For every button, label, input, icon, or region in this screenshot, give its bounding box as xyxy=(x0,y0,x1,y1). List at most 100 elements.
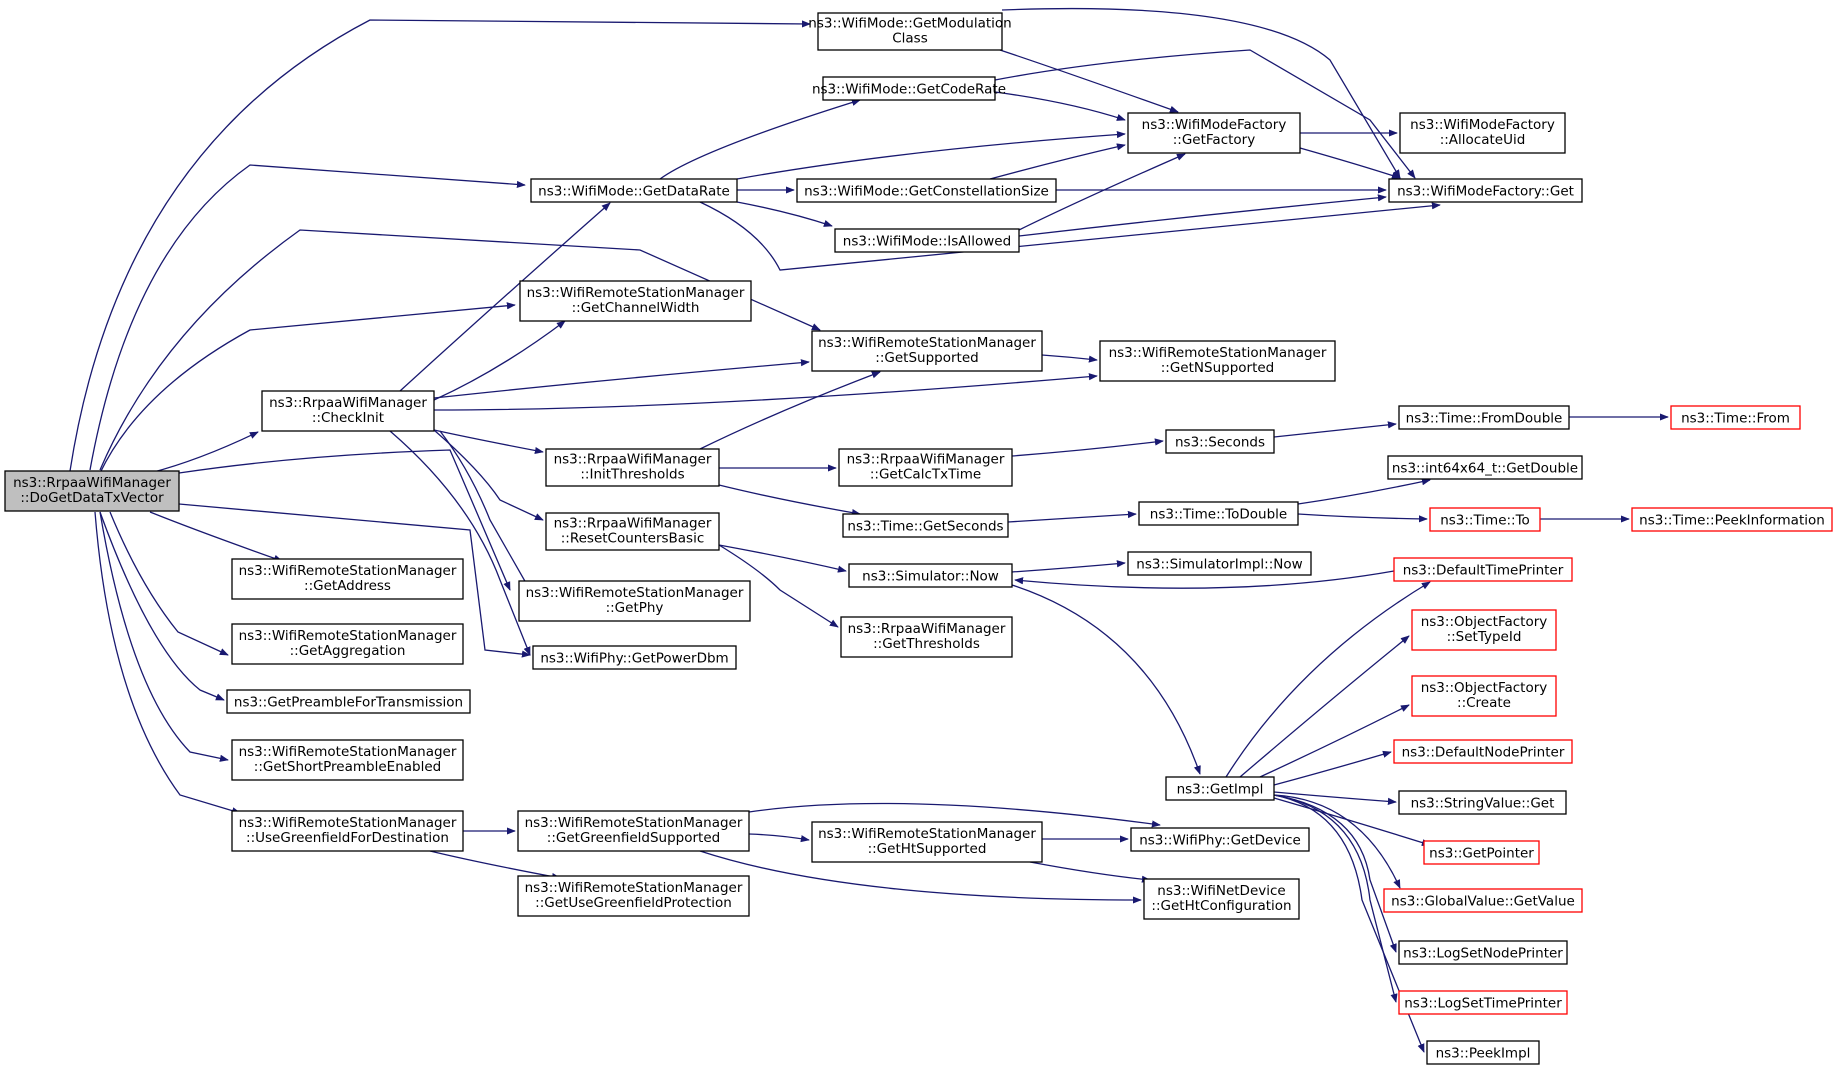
node-box[interactable] xyxy=(519,280,752,322)
node-box[interactable] xyxy=(1130,827,1310,852)
node-peekImpl[interactable]: ns3::PeekImpl xyxy=(1426,1040,1540,1065)
node-getGreenSupp[interactable]: ns3::WifiRemoteStationManager::GetGreenf… xyxy=(517,810,750,852)
node-box[interactable] xyxy=(530,178,738,203)
node-box[interactable] xyxy=(840,616,1013,658)
node-getAddress[interactable]: ns3::WifiRemoteStationManager::GetAddres… xyxy=(231,558,464,600)
node-box[interactable] xyxy=(842,513,1009,538)
node-resetCounters[interactable]: ns3::RrpaaWifiManager::ResetCountersBasi… xyxy=(545,512,720,551)
node-box[interactable] xyxy=(231,810,464,852)
node-box[interactable] xyxy=(226,689,471,714)
node-box[interactable] xyxy=(1411,675,1557,717)
node-box[interactable] xyxy=(1398,405,1570,430)
node-box[interactable] xyxy=(1393,557,1573,582)
node-box[interactable] xyxy=(231,739,464,781)
node-box[interactable] xyxy=(1423,840,1540,865)
node-box[interactable] xyxy=(4,470,180,512)
node-getNSupported[interactable]: ns3::WifiRemoteStationManager::GetNSuppo… xyxy=(1099,340,1336,382)
node-box[interactable] xyxy=(1383,888,1583,913)
node-box[interactable] xyxy=(545,512,720,551)
node-peekInfo[interactable]: ns3::Time::PeekInformation xyxy=(1631,507,1833,532)
node-wmfGet[interactable]: ns3::WifiModeFactory::Get xyxy=(1388,178,1583,203)
node-box[interactable] xyxy=(1127,112,1301,154)
node-box[interactable] xyxy=(834,228,1020,253)
node-getThresholds[interactable]: ns3::RrpaaWifiManager::GetThresholds xyxy=(840,616,1013,658)
node-allocUid[interactable]: ns3::WifiModeFactory::AllocateUid xyxy=(1399,112,1566,154)
node-useGreenfield[interactable]: ns3::WifiRemoteStationManager::UseGreenf… xyxy=(231,810,464,852)
node-box[interactable] xyxy=(1388,178,1583,203)
node-box[interactable] xyxy=(1099,340,1336,382)
node-toDouble[interactable]: ns3::Time::ToDouble xyxy=(1138,501,1299,526)
node-getSupported[interactable]: ns3::WifiRemoteStationManager::GetSuppor… xyxy=(811,330,1043,372)
node-box[interactable] xyxy=(1387,455,1583,480)
node-getFactory[interactable]: ns3::WifiModeFactory::GetFactory xyxy=(1127,112,1301,154)
node-fromDouble[interactable]: ns3::Time::FromDouble xyxy=(1398,405,1570,430)
node-box[interactable] xyxy=(532,645,737,670)
node-strValGet[interactable]: ns3::StringValue::Get xyxy=(1398,790,1567,815)
node-box[interactable] xyxy=(261,390,435,432)
node-box[interactable] xyxy=(1670,405,1801,430)
node-globalGetValue[interactable]: ns3::GlobalValue::GetValue xyxy=(1383,888,1583,913)
node-box[interactable] xyxy=(518,580,751,622)
node-logSetTime[interactable]: ns3::LogSetTimePrinter xyxy=(1398,990,1568,1015)
node-box[interactable] xyxy=(231,623,464,665)
node-box[interactable] xyxy=(1426,1040,1540,1065)
node-defNodePrinter[interactable]: ns3::DefaultNodePrinter xyxy=(1393,739,1573,764)
node-getShortPre[interactable]: ns3::WifiRemoteStationManager::GetShortP… xyxy=(231,739,464,781)
node-box[interactable] xyxy=(1165,429,1275,454)
node-box[interactable] xyxy=(517,810,750,852)
node-box[interactable] xyxy=(517,875,750,917)
node-box[interactable] xyxy=(1165,776,1275,801)
node-defTimePrinter[interactable]: ns3::DefaultTimePrinter xyxy=(1393,557,1573,582)
node-box[interactable] xyxy=(817,12,1003,51)
node-box[interactable] xyxy=(1429,507,1541,532)
node-getDataRate[interactable]: ns3::WifiMode::GetDataRate xyxy=(530,178,738,203)
node-getCodeRate[interactable]: ns3::WifiMode::GetCodeRate xyxy=(812,76,1006,101)
node-getPhy[interactable]: ns3::WifiRemoteStationManager::GetPhy xyxy=(518,580,751,622)
node-initThresh[interactable]: ns3::RrpaaWifiManager::InitThresholds xyxy=(545,448,720,487)
node-box[interactable] xyxy=(545,448,720,487)
node-box[interactable] xyxy=(1631,507,1833,532)
node-box[interactable] xyxy=(1398,940,1568,965)
node-checkInit[interactable]: ns3::RrpaaWifiManager::CheckInit xyxy=(261,390,435,432)
node-box[interactable] xyxy=(822,76,996,101)
node-box[interactable] xyxy=(848,563,1013,588)
node-phyGetDevice[interactable]: ns3::WifiPhy::GetDevice xyxy=(1130,827,1310,852)
node-getAggregation[interactable]: ns3::WifiRemoteStationManager::GetAggreg… xyxy=(231,623,464,665)
node-getHtConfig[interactable]: ns3::WifiNetDevice::GetHtConfiguration xyxy=(1143,878,1300,920)
node-isAllowed[interactable]: ns3::WifiMode::IsAllowed xyxy=(834,228,1020,253)
node-box[interactable] xyxy=(1399,112,1566,154)
node-simNow[interactable]: ns3::Simulator::Now xyxy=(848,563,1013,588)
node-getUseGreenProt[interactable]: ns3::WifiRemoteStationManager::GetUseGre… xyxy=(517,875,750,917)
node-timeTo[interactable]: ns3::Time::To xyxy=(1429,507,1541,532)
node-getConstSize[interactable]: ns3::WifiMode::GetConstellationSize xyxy=(796,178,1057,203)
node-objCreate[interactable]: ns3::ObjectFactory::Create xyxy=(1411,675,1557,717)
node-root[interactable]: ns3::RrpaaWifiManager::DoGetDataTxVector xyxy=(4,470,180,512)
node-box[interactable] xyxy=(231,558,464,600)
node-getChanWidth[interactable]: ns3::WifiRemoteStationManager::GetChanne… xyxy=(519,280,752,322)
node-getPowerDbm[interactable]: ns3::WifiPhy::GetPowerDbm xyxy=(532,645,737,670)
node-getImpl[interactable]: ns3::GetImpl xyxy=(1165,776,1275,801)
node-int64GetDouble[interactable]: ns3::int64x64_t::GetDouble xyxy=(1387,455,1583,480)
node-getPointer[interactable]: ns3::GetPointer xyxy=(1423,840,1540,865)
node-box[interactable] xyxy=(1411,609,1557,651)
node-box[interactable] xyxy=(838,448,1013,487)
node-calcTx[interactable]: ns3::RrpaaWifiManager::GetCalcTxTime xyxy=(838,448,1013,487)
node-box[interactable] xyxy=(1138,501,1299,526)
node-getPreamble[interactable]: ns3::GetPreambleForTransmission xyxy=(226,689,471,714)
node-timeFrom[interactable]: ns3::Time::From xyxy=(1670,405,1801,430)
node-simImplNow[interactable]: ns3::SimulatorImpl::Now xyxy=(1127,551,1312,576)
node-box[interactable] xyxy=(1398,990,1568,1015)
node-box[interactable] xyxy=(1143,878,1300,920)
node-box[interactable] xyxy=(796,178,1057,203)
node-timeGetSeconds[interactable]: ns3::Time::GetSeconds xyxy=(842,513,1009,538)
node-objSetTypeId[interactable]: ns3::ObjectFactory::SetTypeId xyxy=(1411,609,1557,651)
node-box[interactable] xyxy=(1127,551,1312,576)
node-box[interactable] xyxy=(1398,790,1567,815)
node-seconds[interactable]: ns3::Seconds xyxy=(1165,429,1275,454)
node-box[interactable] xyxy=(1393,739,1573,764)
node-logSetNode[interactable]: ns3::LogSetNodePrinter xyxy=(1398,940,1568,965)
node-box[interactable] xyxy=(811,821,1043,863)
node-getHtSupp[interactable]: ns3::WifiRemoteStationManager::GetHtSupp… xyxy=(811,821,1043,863)
node-box[interactable] xyxy=(811,330,1043,372)
